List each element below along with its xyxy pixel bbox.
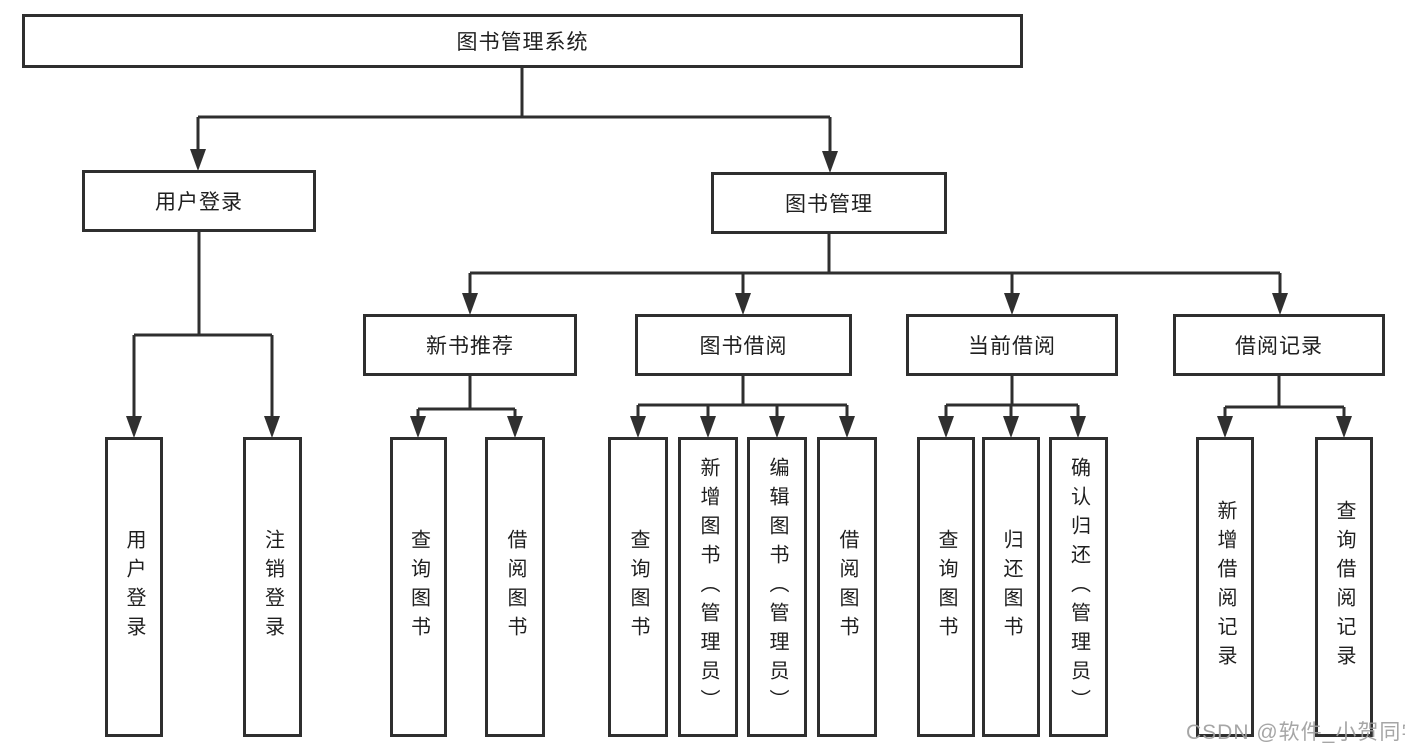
leaf-user-login: 用户登录 [105, 437, 163, 737]
leaf-query-books-recommend: 查询图书 [390, 437, 447, 737]
node-book-management: 图书管理 [711, 172, 947, 234]
leaf-query-books-current: 查询图书 [917, 437, 975, 737]
leaf-label: 查询图书 [407, 529, 430, 645]
leaf-label: 编辑图书（管理员） [766, 456, 788, 718]
leaf-label: 借阅图书 [836, 529, 858, 645]
node-borrowing-records: 借阅记录 [1173, 314, 1385, 376]
leaf-label: 确认归还（管理员） [1067, 456, 1090, 718]
node-current-borrowing: 当前借阅 [906, 314, 1118, 376]
leaf-query-borrow-record: 查询借阅记录 [1315, 437, 1373, 737]
leaf-label: 归还图书 [1000, 529, 1022, 645]
leaf-add-borrow-record: 新增借阅记录 [1196, 437, 1254, 737]
node-book-borrowing: 图书借阅 [635, 314, 852, 376]
leaf-query-books: 查询图书 [608, 437, 668, 737]
leaf-borrow-books: 借阅图书 [817, 437, 877, 737]
leaf-label: 查询借阅记录 [1333, 500, 1355, 674]
leaf-label: 新增图书（管理员） [697, 456, 719, 718]
leaf-confirm-return-admin: 确认归还（管理员） [1049, 437, 1108, 737]
leaf-return-books: 归还图书 [982, 437, 1040, 737]
node-root-system: 图书管理系统 [22, 14, 1023, 68]
arrow-heads [126, 149, 1352, 438]
csdn-watermark: CSDN @软件_小贺同学 [1186, 721, 1405, 744]
node-user-login: 用户登录 [82, 170, 316, 232]
leaf-label: 注销登录 [261, 529, 284, 645]
leaf-label: 查询图书 [935, 529, 957, 645]
leaf-logout: 注销登录 [243, 437, 302, 737]
leaf-borrow-books-recommend: 借阅图书 [485, 437, 545, 737]
leaf-label: 用户登录 [123, 529, 145, 645]
node-new-book-recommend: 新书推荐 [363, 314, 577, 376]
leaf-edit-books-admin: 编辑图书（管理员） [747, 437, 807, 737]
leaf-label: 借阅图书 [504, 529, 526, 645]
leaf-label: 新增借阅记录 [1214, 500, 1236, 674]
leaf-label: 查询图书 [627, 529, 649, 645]
leaf-add-books-admin: 新增图书（管理员） [678, 437, 738, 737]
